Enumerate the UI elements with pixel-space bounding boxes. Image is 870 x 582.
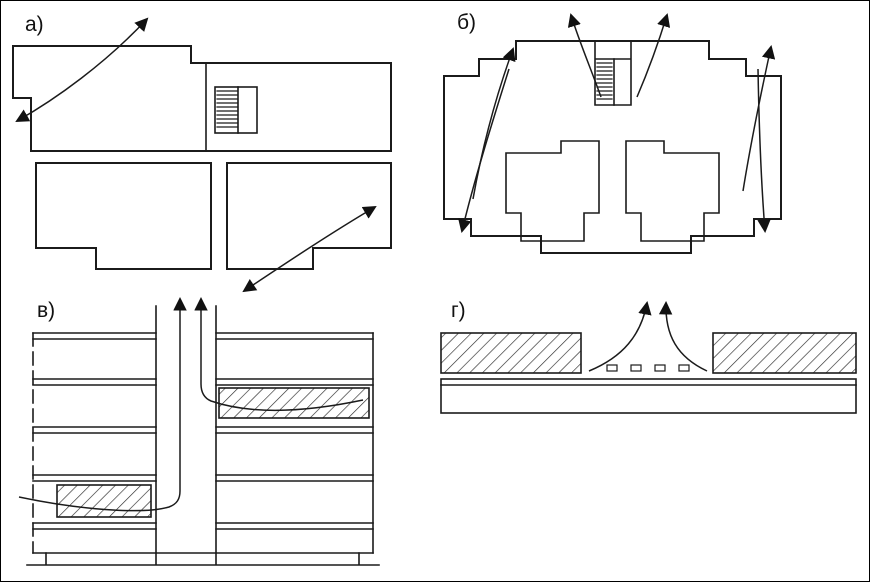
panel-b-floor-plan: б) <box>443 11 782 254</box>
panel-g-label: г) <box>451 299 466 322</box>
smoke-arrow-g-right <box>658 300 708 372</box>
roof-slab-outline <box>440 378 857 414</box>
panel-v-building-section: в) <box>18 296 380 566</box>
vent-opening-icon <box>606 364 618 372</box>
smoke-arrow-b-left-down <box>458 68 510 233</box>
roof-parapet-right <box>712 332 857 374</box>
smoke-arrow-b-right-up <box>742 45 776 192</box>
section-floor-slabs <box>32 378 374 530</box>
smoke-arrow-g-left <box>588 301 652 372</box>
staircase-icon <box>214 86 258 134</box>
plan-b-inner-room-left <box>505 140 600 242</box>
panel-b-label: б) <box>457 11 476 34</box>
panel-a-floor-plan: а) <box>12 13 392 293</box>
stair-outline <box>214 86 258 134</box>
stair-shaft-walls <box>594 40 632 106</box>
vent-opening-icon <box>678 364 690 372</box>
panel-g-roof-section: г) <box>440 299 857 414</box>
vent-opening-icon <box>630 364 642 372</box>
staircase-icon <box>594 40 632 106</box>
vent-openings <box>606 364 690 372</box>
section-roof-slab <box>32 332 374 340</box>
section-foundation <box>26 552 380 566</box>
smoke-arrow-b-up-right <box>636 13 671 98</box>
stair-steps <box>216 90 238 128</box>
smoke-arrow-a-window <box>15 17 149 122</box>
smoke-arrow-b-left-up <box>472 47 516 200</box>
plan-b-inner-room-right <box>625 140 720 242</box>
smoke-zone-lower-floor <box>56 484 152 518</box>
plan-b-outline <box>443 40 782 254</box>
vent-opening-icon <box>654 364 666 372</box>
smoke-flow-lower-to-shaft <box>18 296 187 512</box>
plan-a-upper-block-outline <box>12 45 392 152</box>
plan-a-lower-right-block-outline <box>226 162 392 270</box>
roof-parapet-left <box>440 332 582 374</box>
stair-steps <box>596 62 613 100</box>
smoke-arrow-a-door <box>242 205 377 293</box>
smoke-flow-upper-to-shaft <box>194 296 364 411</box>
smoke-arrow-b-up-left <box>567 13 602 98</box>
smoke-arrow-b-right-down <box>757 68 771 234</box>
smoke-shaft-walls <box>155 305 217 554</box>
panel-a-label: а) <box>25 13 44 36</box>
panel-v-label: в) <box>37 299 55 322</box>
plan-a-lower-left-block-outline <box>35 162 212 270</box>
